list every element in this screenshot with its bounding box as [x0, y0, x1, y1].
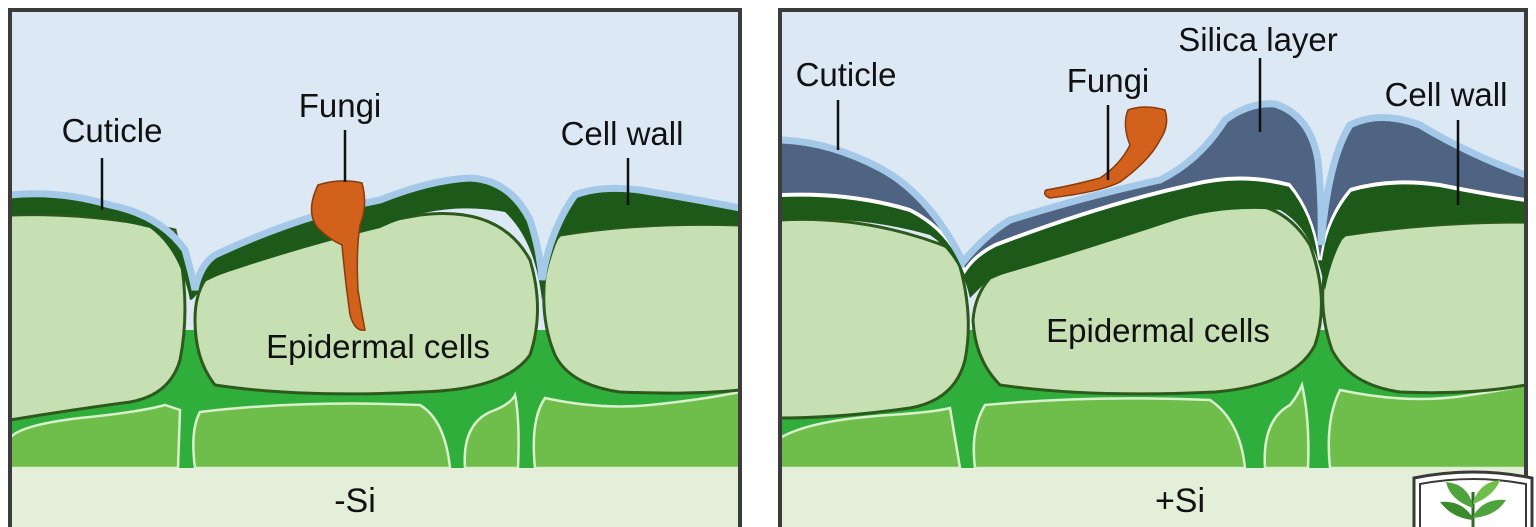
panel-with-silicon: Cuticle Fungi Silica layer Cell wall Epi…: [770, 0, 1536, 527]
condition-label: +Si: [1155, 482, 1205, 520]
label-cuticle: Cuticle: [796, 56, 897, 93]
label-epidermal-cells: Epidermal cells: [266, 328, 490, 365]
label-fungi: Fungi: [1067, 62, 1150, 99]
label-silica-layer: Silica layer: [1178, 21, 1338, 58]
mesophyll-cell: [193, 404, 450, 468]
condition-label: -Si: [334, 482, 376, 520]
label-epidermal-cells: Epidermal cells: [1046, 312, 1270, 349]
epidermal-cell: [544, 224, 740, 393]
label-fungi: Fungi: [299, 87, 382, 124]
plant-leaf-book-icon: [1410, 470, 1536, 527]
epidermal-cell: [780, 219, 968, 418]
epidermal-cell: [1323, 222, 1526, 393]
label-cell-wall: Cell wall: [1385, 76, 1508, 113]
label-cell-wall: Cell wall: [561, 115, 684, 152]
epidermal-cell: [10, 215, 185, 420]
label-cuticle: Cuticle: [62, 112, 163, 149]
panel-no-silicon: Cuticle Fungi Cell wall Epidermal cells …: [0, 0, 748, 527]
mesophyll-cell: [974, 398, 1245, 468]
